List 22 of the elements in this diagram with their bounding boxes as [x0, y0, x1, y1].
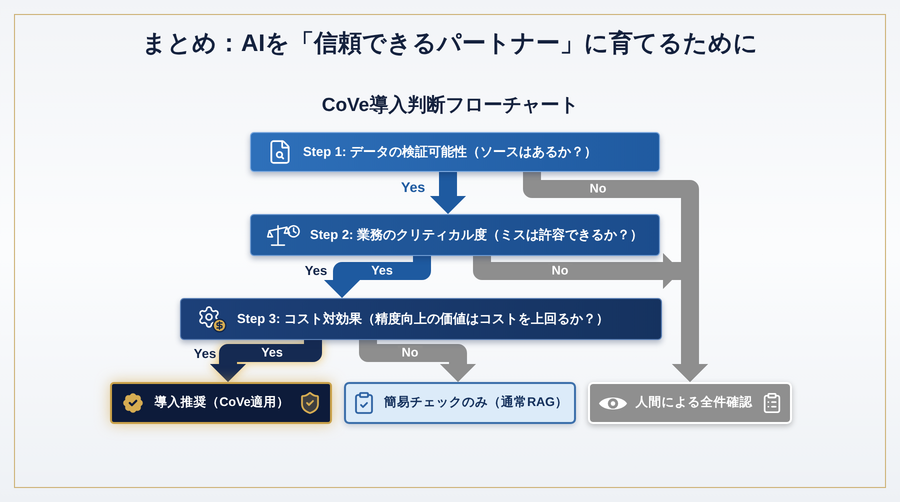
arrow: [210, 340, 322, 382]
step-box: [250, 132, 660, 172]
result-text: 導入推奨（CoVe適用）: [154, 395, 290, 411]
result-text: 人間による全件確認: [636, 395, 752, 411]
question-text: Step 3: コスト対効果（精度向上の価値はコストを上回るか？）: [237, 310, 609, 328]
result-box: [588, 382, 792, 424]
arrow: [359, 340, 476, 382]
branch-label: Yes: [304, 262, 328, 280]
result-text: 簡易チェックのみ（通常RAG）: [384, 395, 568, 411]
arrow: [473, 253, 708, 382]
step-box: [250, 214, 660, 256]
branch-label: Yes: [194, 346, 216, 362]
question-text: Step 1: データの検証可能性（ソースはあるか？）: [303, 144, 597, 160]
edge-label: Yes: [400, 180, 426, 195]
result-box: [110, 382, 332, 424]
question-text: Step 2: 業務のクリティカル度（ミスは許容できるか？）: [310, 226, 643, 244]
step-box: [180, 298, 662, 340]
title: まとめ：AIを「信頼できるパートナー」に育てるために: [142, 28, 758, 59]
arrow: [430, 172, 466, 214]
subtitle: CoVe導入判断フローチャート: [322, 94, 578, 118]
arrow: [324, 256, 431, 298]
result-box: [344, 382, 576, 424]
